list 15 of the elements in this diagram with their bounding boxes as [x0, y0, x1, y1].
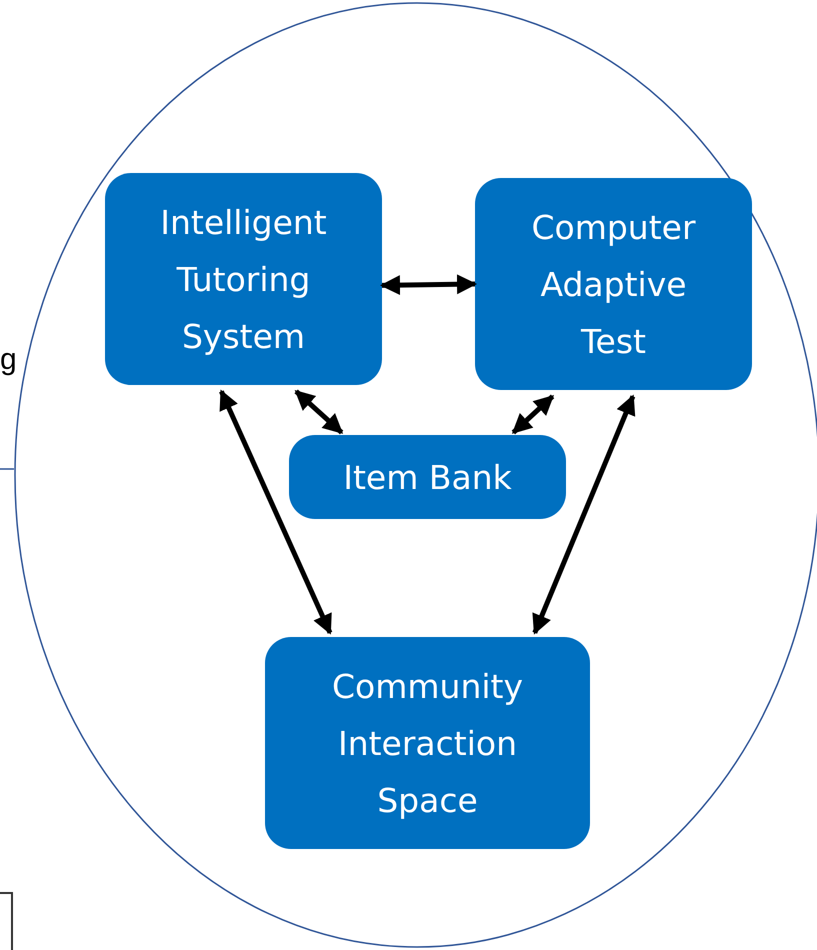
double-arrow: [532, 394, 636, 635]
connector-line: [0, 468, 14, 470]
box-label: Community Interaction Space: [331, 666, 524, 822]
box-label: Item Bank: [343, 456, 512, 498]
double-arrow: [294, 390, 344, 434]
process-box: [475, 178, 752, 390]
process-box: [105, 173, 382, 385]
process-box: [265, 637, 590, 849]
double-arrow: [380, 274, 477, 296]
box-label: Computer Adaptive Test: [530, 206, 697, 362]
double-arrow: [219, 390, 332, 635]
box-label: Intelligent Tutoring System: [159, 202, 328, 358]
text-fragment: g: [0, 343, 17, 377]
process-box: [289, 435, 566, 519]
double-arrow: [512, 394, 554, 434]
